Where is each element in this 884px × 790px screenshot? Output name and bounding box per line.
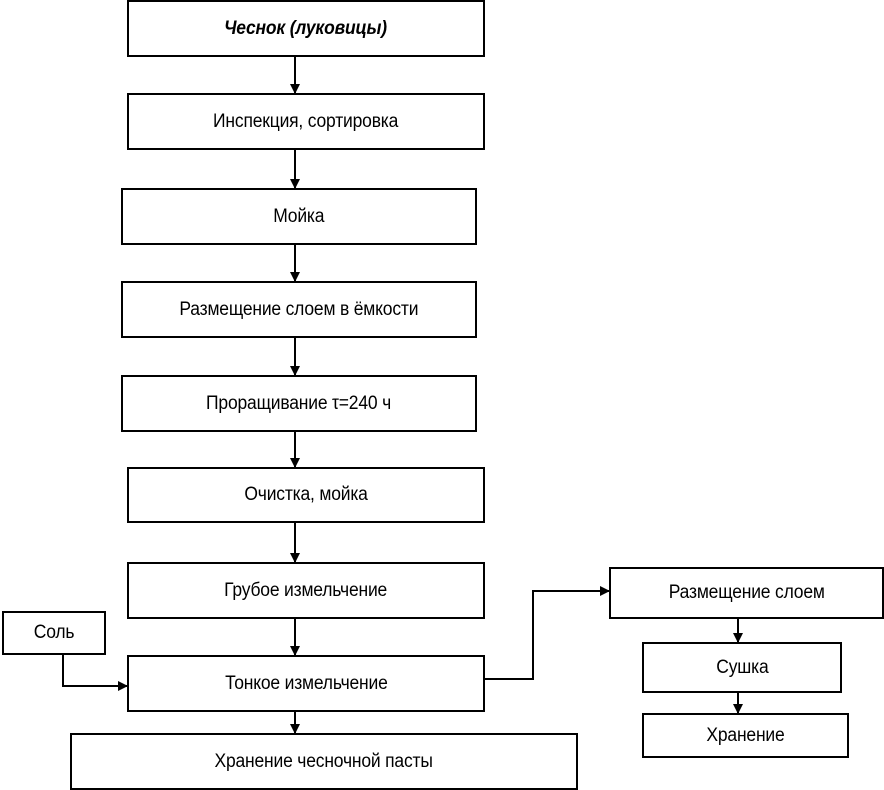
node-cleaning: Очистка, мойка [127,467,485,523]
node-paste-storage: Хранение чесночной пасты [70,733,578,790]
node-garlic: Чеснок (луковицы) [127,0,485,57]
node-coarse-grinding: Грубое измельчение [127,562,485,619]
node-fine-grinding-label: Тонкое измельчение [224,672,388,694]
node-fine-grinding: Тонкое измельчение [127,655,485,712]
node-drying-label: Сушка [715,656,769,678]
arrow-fine-to-layer-placement [485,586,610,680]
node-salt-label: Соль [33,622,75,643]
node-cleaning-label: Очистка, мойка [244,484,368,505]
node-garlic-label: Чеснок (луковицы) [224,17,388,39]
node-sprouting-label: Проращивание τ=240 ч [206,392,392,414]
node-drying: Сушка [642,642,842,693]
node-washing: Мойка [121,188,477,245]
node-layer-placement: Размещение слоем [609,567,884,619]
node-salt: Соль [2,611,106,655]
node-paste-storage-label: Хранение чесночной пасты [214,750,434,772]
node-storage: Хранение [642,713,849,758]
node-sprouting: Проращивание τ=240 ч [121,375,477,432]
node-inspection-label: Инспекция, сортировка [213,110,399,132]
arrow-salt-to-fine [62,655,128,691]
node-storage-label: Хранение [706,724,785,746]
node-layer-placement-label: Размещение слоем [668,582,825,603]
node-washing-label: Мойка [273,205,325,227]
node-inspection: Инспекция, сортировка [127,93,485,150]
node-layering-label: Размещение слоем в ёмкости [179,298,419,320]
node-layering: Размещение слоем в ёмкости [121,281,477,338]
node-coarse-grinding-label: Грубое измельчение [224,579,388,601]
